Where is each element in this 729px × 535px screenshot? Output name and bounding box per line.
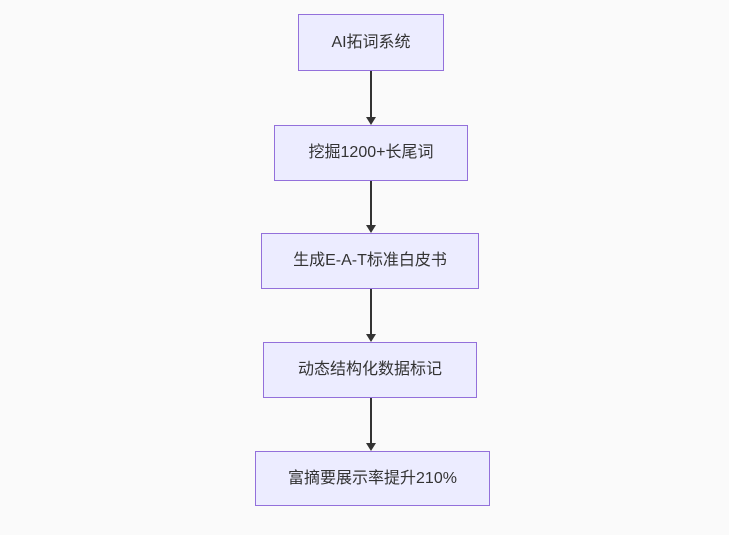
arrow-head-down-icon [366, 117, 376, 125]
arrow-line [370, 181, 372, 225]
flow-node-ai-keyword-system: AI拓词系统 [298, 14, 444, 71]
flow-node-longtail-keywords: 挖掘1200+长尾词 [274, 125, 468, 181]
flow-node-eat-whitepaper: 生成E-A-T标准白皮书 [261, 233, 479, 289]
flow-connector-1 [366, 71, 376, 125]
arrow-head-down-icon [366, 443, 376, 451]
flow-node-label: 挖掘1200+长尾词 [308, 144, 434, 161]
flow-node-rich-snippet-result: 富摘要展示率提升210% [255, 451, 490, 506]
arrow-line [370, 289, 372, 334]
flow-node-label: 富摘要展示率提升210% [288, 469, 457, 487]
arrow-line [370, 71, 372, 117]
flow-connector-4 [366, 398, 376, 451]
arrow-head-down-icon [366, 334, 376, 342]
flow-node-label: AI拓词系统 [331, 33, 411, 51]
arrow-line [370, 398, 372, 443]
flow-node-structured-data-markup: 动态结构化数据标记 [263, 342, 477, 398]
flow-connector-3 [366, 289, 376, 342]
arrow-head-down-icon [366, 225, 376, 233]
flow-node-label: 生成E-A-T标准白皮书 [293, 252, 447, 269]
flow-connector-2 [366, 181, 376, 233]
flow-node-label: 动态结构化数据标记 [297, 361, 442, 378]
